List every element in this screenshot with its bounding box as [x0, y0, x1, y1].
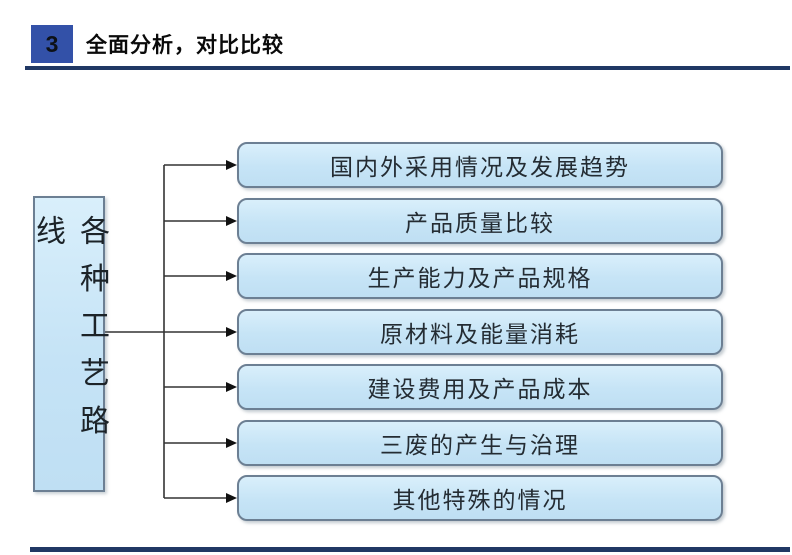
flow-box-waste-treatment: 三废的产生与治理 [237, 420, 723, 466]
flow-box-label: 建设费用及产品成本 [367, 377, 593, 402]
flow-box-product-quality: 产品质量比较 [237, 198, 723, 244]
flow-box-adoption-trends: 国内外采用情况及发展趋势 [237, 142, 723, 188]
flow-box-label: 三废的产生与治理 [380, 433, 580, 458]
flow-box-label: 生产能力及产品规格 [367, 266, 593, 291]
flow-box-capacity-specs: 生产能力及产品规格 [237, 253, 723, 299]
flow-box-label: 原材料及能量消耗 [380, 322, 580, 347]
flow-box-label: 其他特殊的情况 [392, 488, 568, 513]
flow-box-other-special: 其他特殊的情况 [237, 475, 723, 521]
source-box: 各种工艺路线 [31, 196, 108, 492]
flow-box-cost: 建设费用及产品成本 [237, 364, 723, 410]
flow-box-materials-energy: 原材料及能量消耗 [237, 309, 723, 355]
flow-box-label: 产品质量比较 [405, 211, 555, 236]
header-rule [25, 66, 790, 70]
slide-title: 全面分析，对比比较 [86, 34, 284, 57]
footer-rule [30, 547, 790, 552]
arrowheads [226, 160, 237, 503]
flow-box-label: 国内外采用情况及发展趋势 [330, 155, 630, 180]
source-box-label: 各种工艺路线 [31, 215, 108, 453]
slide-number-badge: 3 [31, 25, 73, 63]
